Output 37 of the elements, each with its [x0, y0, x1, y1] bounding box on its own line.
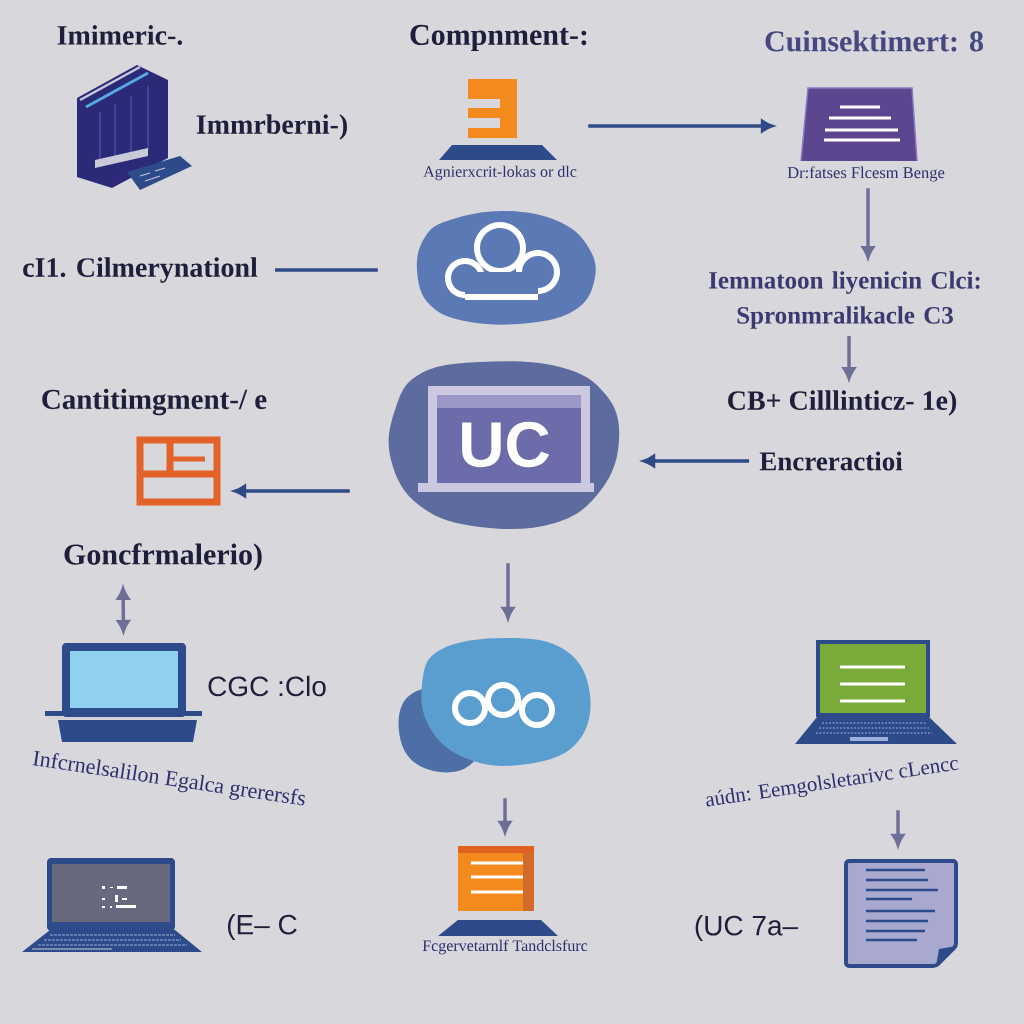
node-label: Fcgervetarnlf Tandclsfurc — [422, 939, 588, 955]
node-label: CGC :Clo — [208, 675, 326, 697]
connector-line — [275, 268, 378, 272]
laptop-icon — [795, 640, 957, 744]
node-label: (UC 7a– — [695, 915, 799, 942]
laptop-icon — [22, 858, 202, 952]
laptop-icon — [45, 643, 202, 742]
cloud-icon — [416, 211, 596, 325]
cloud-icon — [398, 638, 591, 773]
node-label: Infcrnelsalilon Egalca grerersfs — [32, 750, 305, 806]
text-label: CB+ Cilllinticz- 1e) — [728, 390, 957, 416]
heading: Compnment-: — [410, 24, 587, 52]
grid-icon — [136, 436, 221, 506]
text-label: cI1. Cilmerynationl — [23, 257, 258, 283]
document-icon — [844, 859, 958, 968]
server-icon — [77, 65, 192, 190]
text-label: Iemnatoon liyenicin Clci: Spronmralikacle C3 — [709, 271, 980, 329]
arrow — [233, 484, 350, 498]
node-label: Immrberni-) — [196, 114, 347, 140]
node-label: Dr:fatses Flcesm Benge — [787, 166, 945, 182]
node-label: Agnierxcrit-lokas or dlc — [423, 165, 577, 181]
arrow — [588, 119, 774, 133]
tablet-icon — [800, 87, 918, 162]
stand-icon — [438, 846, 558, 936]
cloud-monitor: UC — [388, 361, 620, 530]
heading: Cuinsektimert: 8 — [765, 30, 983, 52]
arrow — [842, 336, 856, 380]
node-label: (E– C — [227, 914, 297, 941]
text-label: Goncfrmalerio) — [64, 543, 262, 571]
stand-icon — [439, 79, 557, 160]
arrow — [891, 810, 905, 847]
arrow — [501, 563, 515, 620]
arrow — [861, 188, 875, 259]
node-label: aúdn: Eemgolsletarivc cLencc — [706, 759, 959, 807]
text-label: Encreractioi — [759, 451, 903, 471]
arrow — [642, 454, 750, 468]
arrow — [498, 798, 512, 834]
